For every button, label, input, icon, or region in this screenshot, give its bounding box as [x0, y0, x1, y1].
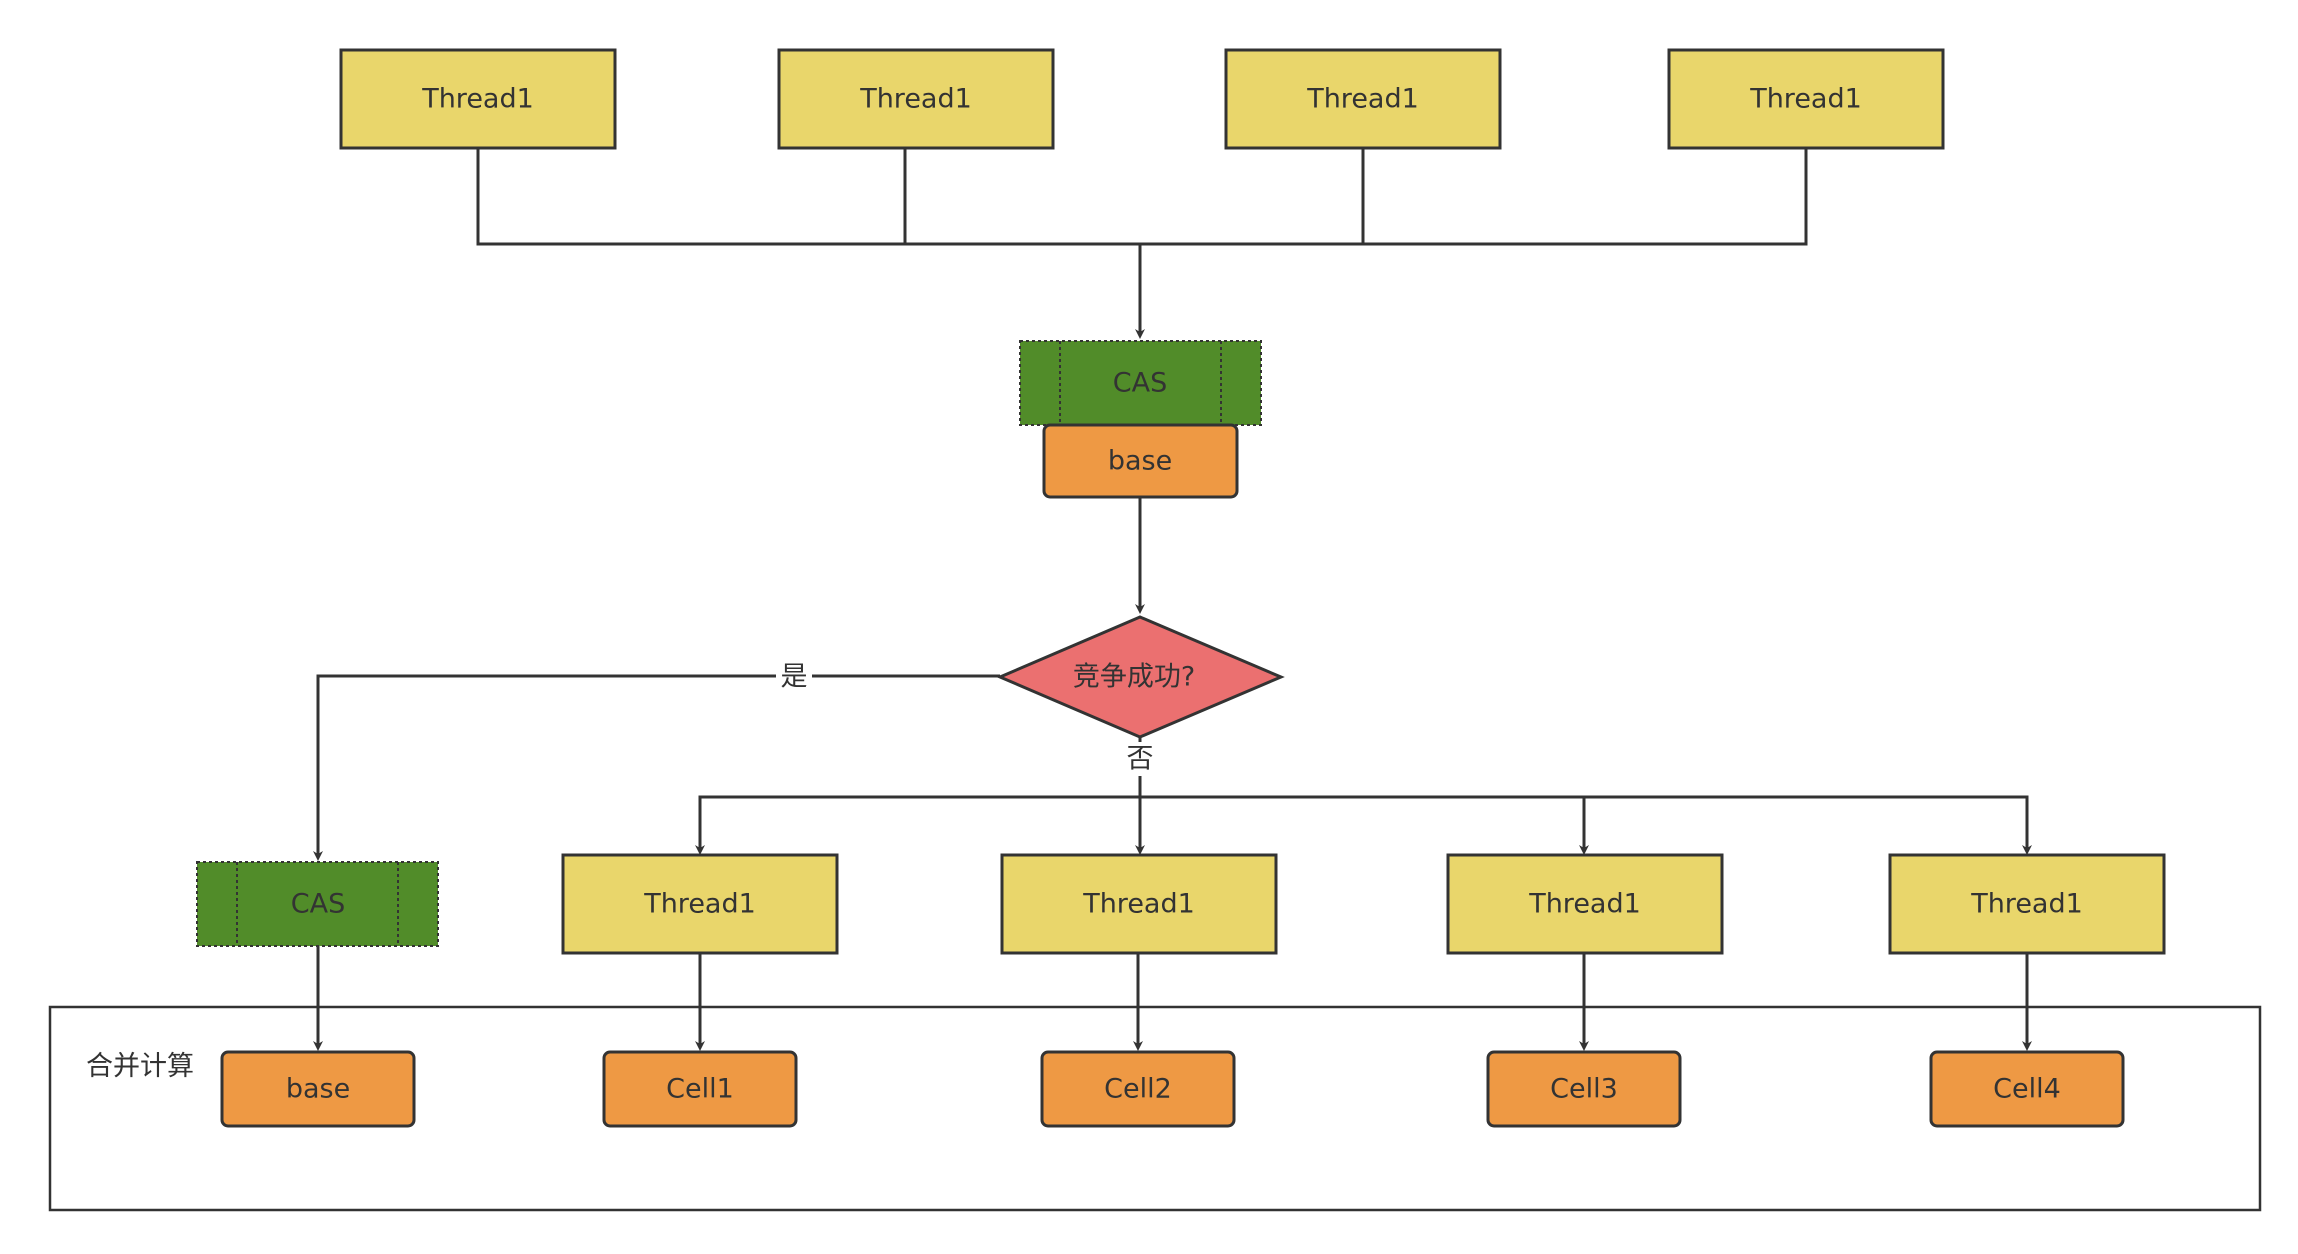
- bottom-thread-1-label: Thread1: [643, 889, 756, 920]
- cell-4-label: Cell4: [1993, 1074, 2061, 1105]
- cell-base-label: base: [286, 1074, 350, 1105]
- edges: [313, 148, 2032, 1051]
- edge-no-to-thread-3: [1140, 795, 1589, 855]
- edge-decision-no: [698, 737, 1142, 850]
- bottom-thread-4-label: Thread1: [1970, 889, 2083, 920]
- cell-1-label: Cell1: [666, 1074, 734, 1105]
- no-label-bg: [1122, 742, 1158, 776]
- bottom-thread-2: Thread1: [1000, 853, 1278, 955]
- left-cas-label: CAS: [291, 889, 345, 920]
- edge-decision-yes: [313, 674, 1000, 861]
- no-label: 否: [1127, 744, 1154, 775]
- top-thread-1-label: Thread1: [421, 84, 534, 115]
- cell-base: base: [220, 1050, 416, 1128]
- bottom-thread-3: Thread1: [1446, 853, 1724, 955]
- bottom-thread-4: Thread1: [1888, 853, 2166, 955]
- cell-3-label: Cell3: [1550, 1074, 1618, 1105]
- bottom-thread-1: Thread1: [561, 853, 839, 955]
- top-thread-4: Thread1: [1667, 48, 1945, 150]
- bottom-thread-3-label: Thread1: [1528, 889, 1641, 920]
- top-thread-3: Thread1: [1224, 48, 1502, 150]
- yes-label: 是: [781, 662, 808, 693]
- left-cas: CAS: [196, 861, 439, 947]
- edge-top-thread-4: [1140, 148, 1808, 246]
- cell-2: Cell2: [1040, 1050, 1236, 1128]
- cell-2-label: Cell2: [1104, 1074, 1172, 1105]
- top-thread-2-label: Thread1: [859, 84, 972, 115]
- edge-no-to-thread-4: [1584, 795, 2032, 855]
- top-thread-1: Thread1: [339, 48, 617, 150]
- top-base-label: base: [1108, 446, 1172, 477]
- cell-4: Cell4: [1929, 1050, 2125, 1128]
- top-base: base: [1042, 423, 1239, 499]
- top-thread-4-label: Thread1: [1749, 84, 1862, 115]
- cell-3: Cell3: [1486, 1050, 1682, 1128]
- top-thread-2: Thread1: [777, 48, 1055, 150]
- top-thread-3-label: Thread1: [1306, 84, 1419, 115]
- decision-label: 竞争成功?: [1073, 662, 1195, 693]
- bottom-thread-2-label: Thread1: [1082, 889, 1195, 920]
- cell-1: Cell1: [602, 1050, 798, 1128]
- top-cas-label: CAS: [1113, 368, 1167, 399]
- merge-group-container: [48, 1005, 2262, 1212]
- decision-diamond: 竞争成功?: [996, 615, 1285, 739]
- top-cas: CAS: [1019, 340, 1262, 426]
- edge-top-thread-1: [476, 148, 1140, 246]
- yes-label-bg: [776, 660, 812, 694]
- merge-group-label: 合并计算: [86, 1051, 194, 1082]
